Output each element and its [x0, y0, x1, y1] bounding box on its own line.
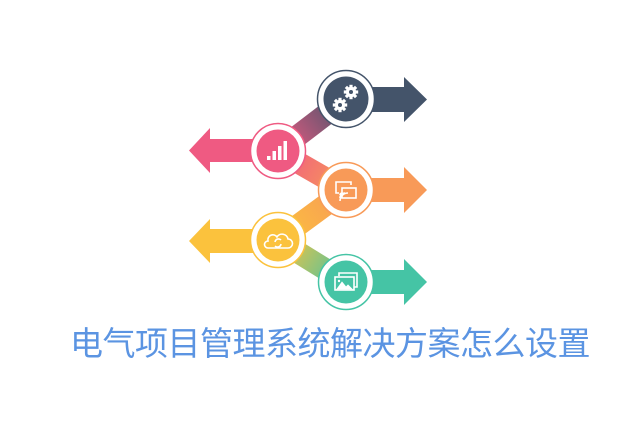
- gears-icon: [332, 84, 359, 113]
- step-2-node: [249, 122, 307, 180]
- step-3-node: [317, 161, 375, 219]
- step-4-node: [249, 211, 307, 269]
- page-title: 电气项目管理系统解决方案怎么设置: [70, 324, 591, 363]
- step-5-node: [317, 253, 375, 311]
- screen-cast-icon: [335, 181, 357, 202]
- cloud-sync-icon: [263, 233, 294, 249]
- signal-bars-icon: [267, 141, 287, 160]
- step-1-node: [316, 69, 376, 129]
- image-gallery-icon: [334, 272, 358, 291]
